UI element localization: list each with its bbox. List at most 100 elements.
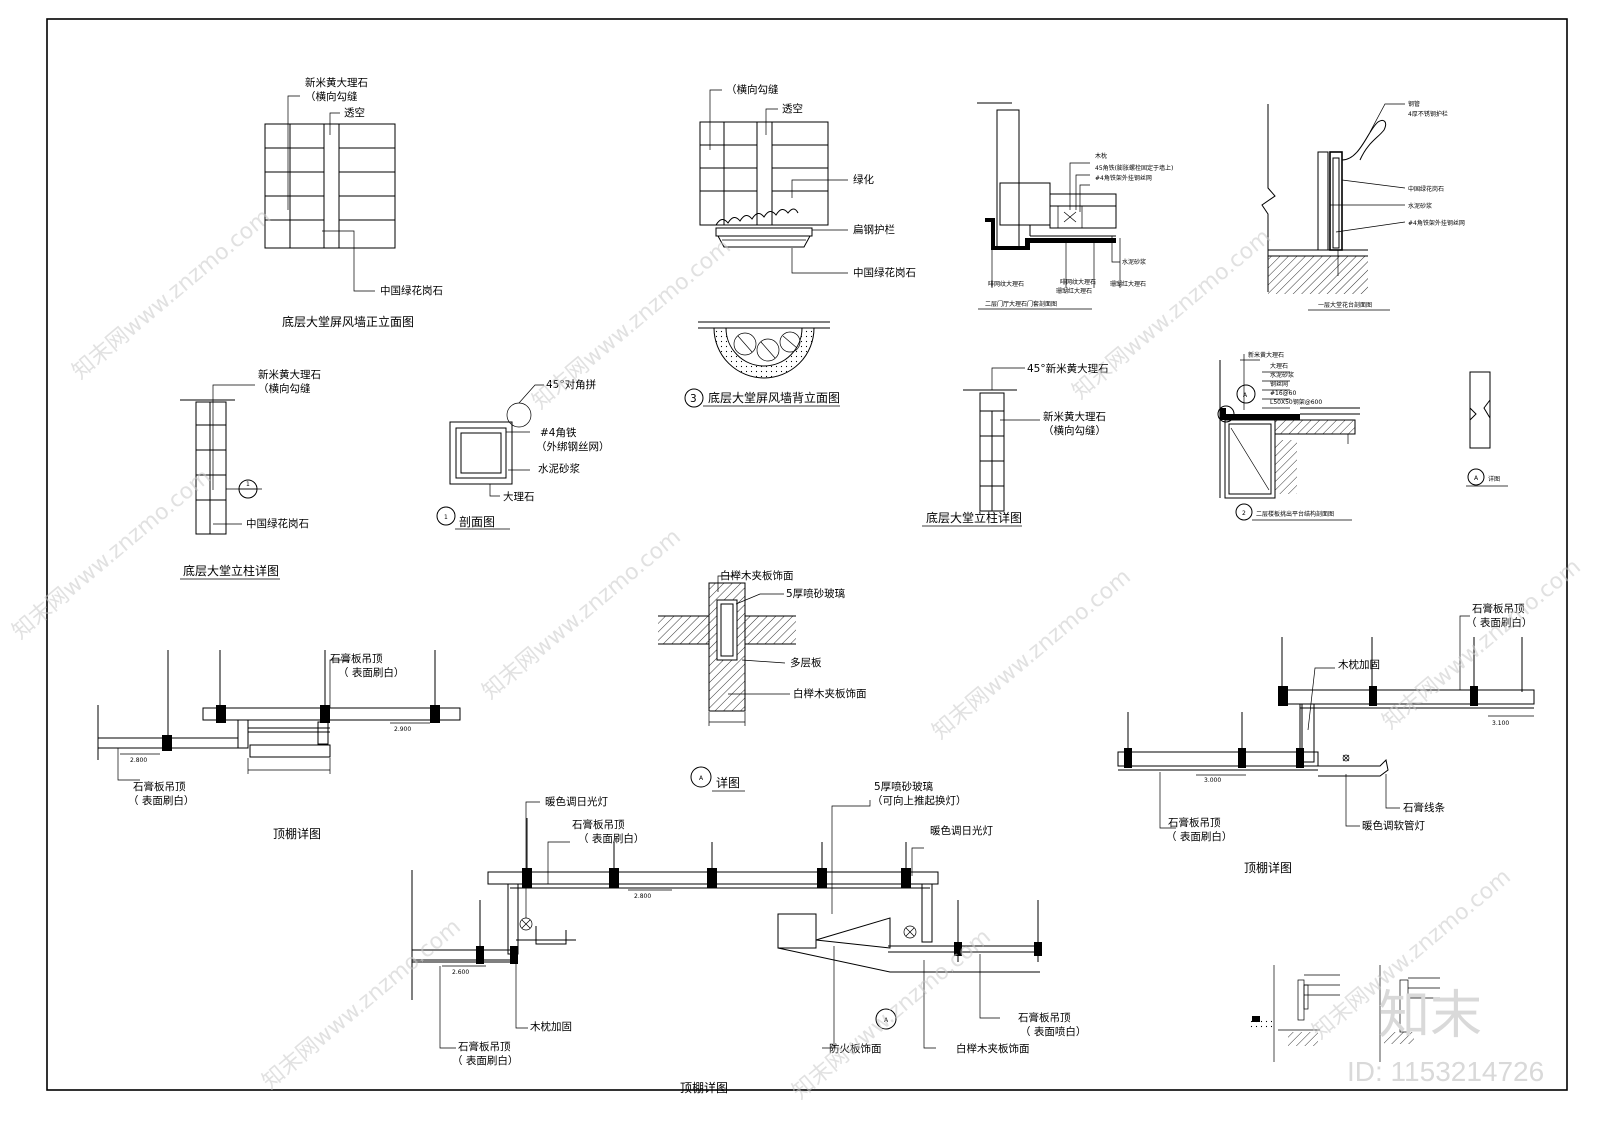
detail-a-small: A 详图 xyxy=(1466,371,1508,487)
watermark-text: 知末网www.znzmo.com xyxy=(68,204,276,384)
drawing-title: 详图 xyxy=(716,775,740,790)
label: 木枕加固 xyxy=(1338,658,1380,671)
section-mark: 3 xyxy=(690,393,697,405)
screen-wall-front-elevation: 新米黄大理石 （横向勾缝 透空 中国绿花岗石 底层大堂屏风墙正立面图 xyxy=(264,76,443,329)
drawing-title: 二层门厅大理石门套剖面图 xyxy=(985,300,1057,308)
label: 石膏板吊顶 xyxy=(1168,816,1221,829)
label: （ 表面刷白） xyxy=(452,1054,518,1067)
label: 新米黄大理石 xyxy=(1248,351,1284,359)
label: 啡网纹大理石 xyxy=(1060,278,1096,286)
thumbnail-details xyxy=(1248,965,1440,1062)
label: （ 表面刷白） xyxy=(128,794,194,807)
label: 石膏板吊顶 xyxy=(458,1040,511,1053)
label: （横向勾缝 xyxy=(305,90,358,103)
lobby-column-detail-left: 1 新米黄大理石 （横向勾缝 中国绿花岗石 底层大堂立柱详图 xyxy=(180,368,321,580)
watermark-text: 知末网www.znzmo.com xyxy=(528,234,736,414)
label: （ 表面刷白） xyxy=(1466,616,1532,629)
label: 白榉木夹板饰面 xyxy=(956,1042,1030,1055)
label: 暖色调日光灯 xyxy=(545,795,608,808)
screen-wall-back-elevation: （横向勾缝 透空 绿化 扁钢护栏 中国绿花岗石 3 底层大堂屏风墙背立面图 xyxy=(684,83,916,408)
label: 珊瑚红大理石 xyxy=(1056,287,1092,295)
section-mark: A xyxy=(884,1017,889,1024)
label: 石膏板吊顶 xyxy=(133,780,186,793)
elevation: 3.000 xyxy=(1204,777,1221,784)
label: 钢丝网 xyxy=(1270,380,1288,388)
watermark-text: 知末网www.znzmo.com xyxy=(258,914,466,1094)
label: 多层板 xyxy=(790,656,822,669)
ceiling-detail-center: 2.800 2.600 A 暖色调日光灯 石膏板吊顶 （ 表面刷白） 5厚喷砂玻… xyxy=(411,780,1086,1095)
label: 新米黄大理石 xyxy=(258,368,321,381)
detail-a-partition: 白榉木夹板饰面 5厚喷砂玻璃 多层板 白榉木夹板饰面 A 详图 xyxy=(658,569,867,792)
ceiling-detail-right: 3.100 3.000 石膏板吊顶 （ 表面刷白） 木枕加固 石膏线条 暖色调软… xyxy=(1117,602,1535,875)
label: 石膏板吊顶 xyxy=(572,818,625,831)
column-section-plan: 45°对角拼 #4角铁 （外绑钢丝网） 水泥砂浆 大理石 1 剖面图 xyxy=(436,378,610,530)
drawing-title: 底层大堂屏风墙背立面图 xyxy=(708,390,840,405)
section-mark: 2 xyxy=(1242,510,1246,517)
label: 暖色调软管灯 xyxy=(1362,819,1425,832)
detail-tag: A xyxy=(1243,392,1248,399)
slab-platform-section: A 新米黄大理石 大理石 水泥砂浆 钢丝网 #16@60 L50X50钢架@60… xyxy=(1217,351,1360,521)
label: 水泥砂浆 xyxy=(1122,258,1146,266)
label: 水泥砂浆 xyxy=(1408,202,1432,210)
label: 45角铁(膨胀螺栓固定于墙上) xyxy=(1095,164,1173,172)
sheet-border xyxy=(46,18,1568,1091)
watermark-text: 知末网www.znzmo.com xyxy=(478,524,686,704)
drawing-title: 一层大堂花台剖面图 xyxy=(1318,301,1372,309)
elevation: 2.600 xyxy=(452,969,469,976)
drawing-title: 剖面图 xyxy=(459,515,495,529)
label: 木枕加固 xyxy=(530,1020,572,1033)
label: 5厚喷砂玻璃 xyxy=(874,780,933,793)
ceiling-detail-left: 2.900 2.800 石膏板吊顶 （ 表面刷白） 石膏板吊顶 （ 表面刷白） … xyxy=(97,650,461,841)
planter-section: 钢管 4厚不锈钢护栏 中国绿花岗石 水泥砂浆 #4角铁架外挂钢丝网 一层大堂花台… xyxy=(1261,100,1465,311)
drawing-title: 底层大堂立柱详图 xyxy=(926,510,1022,525)
watermark-text: 知末网www.znzmo.com xyxy=(928,564,1136,744)
label: （ 表面刷白） xyxy=(578,832,644,845)
id-watermark: ID: 1153214726 xyxy=(1347,1056,1544,1087)
label: （横向勾缝 xyxy=(726,83,779,96)
section-mark: 1 xyxy=(444,514,448,521)
elevation: 2.800 xyxy=(130,757,147,764)
lobby-column-detail-middle: 45°新米黄大理石 新米黄大理石 （横向勾缝） 底层大堂立柱详图 xyxy=(922,362,1109,527)
section-mark: A xyxy=(1474,475,1479,482)
label: 水泥砂浆 xyxy=(538,462,580,475)
label: 45°对角拼 xyxy=(546,378,596,391)
label: #4角铁 xyxy=(540,426,577,439)
watermark-text: 知末网www.znzmo.com xyxy=(1068,224,1276,404)
label: L50X50钢架@600 xyxy=(1270,398,1322,406)
label: 防火板饰面 xyxy=(829,1042,882,1055)
label: 白榉木夹板饰面 xyxy=(793,687,867,700)
drawing-title: 底层大堂立柱详图 xyxy=(183,563,279,578)
label: （ 表面刷白） xyxy=(338,666,404,679)
watermark-layer: 知末网www.znzmo.com 知末网www.znzmo.com 知末网www… xyxy=(8,204,1586,1104)
watermark-text: 知末网www.znzmo.com xyxy=(788,924,996,1104)
label: 大理石 xyxy=(503,490,535,503)
label: 钢管 xyxy=(1408,100,1420,108)
elevation: 2.900 xyxy=(394,726,411,733)
label: 大理石 xyxy=(1270,362,1288,370)
label: 石膏线条 xyxy=(1403,801,1445,814)
label: 4厚不锈钢护栏 xyxy=(1408,110,1448,118)
drawing-title: 顶棚详图 xyxy=(273,826,321,841)
label: 石膏板吊顶 xyxy=(330,652,383,665)
section-mark: A xyxy=(699,775,704,782)
label: 木枕 xyxy=(1095,152,1107,160)
label: 中国绿花岗石 xyxy=(380,284,443,297)
drawing-title: 详图 xyxy=(1488,475,1500,483)
drawing-title: 顶棚详图 xyxy=(1244,860,1292,875)
label: 新米黄大理石 xyxy=(1043,410,1106,423)
label: 5厚喷砂玻璃 xyxy=(786,587,845,600)
label: 中国绿花岗石 xyxy=(1408,185,1444,193)
label: 透空 xyxy=(344,106,365,119)
label: 透空 xyxy=(782,102,803,115)
label: 啡网纹大理石 xyxy=(988,280,1024,288)
label: #16@60 xyxy=(1270,390,1296,397)
brand-watermark: 知末 xyxy=(1378,987,1482,1045)
label: （横向勾缝 xyxy=(258,382,311,395)
label: 珊瑚红大理石 xyxy=(1110,280,1146,288)
label: #4角铁架外挂钢丝网 xyxy=(1408,219,1465,227)
label: （横向勾缝） xyxy=(1043,424,1106,437)
label: 扁钢护栏 xyxy=(853,223,895,236)
watermark-text: 知末网www.znzmo.com xyxy=(8,464,216,644)
label: 45°新米黄大理石 xyxy=(1027,362,1109,375)
